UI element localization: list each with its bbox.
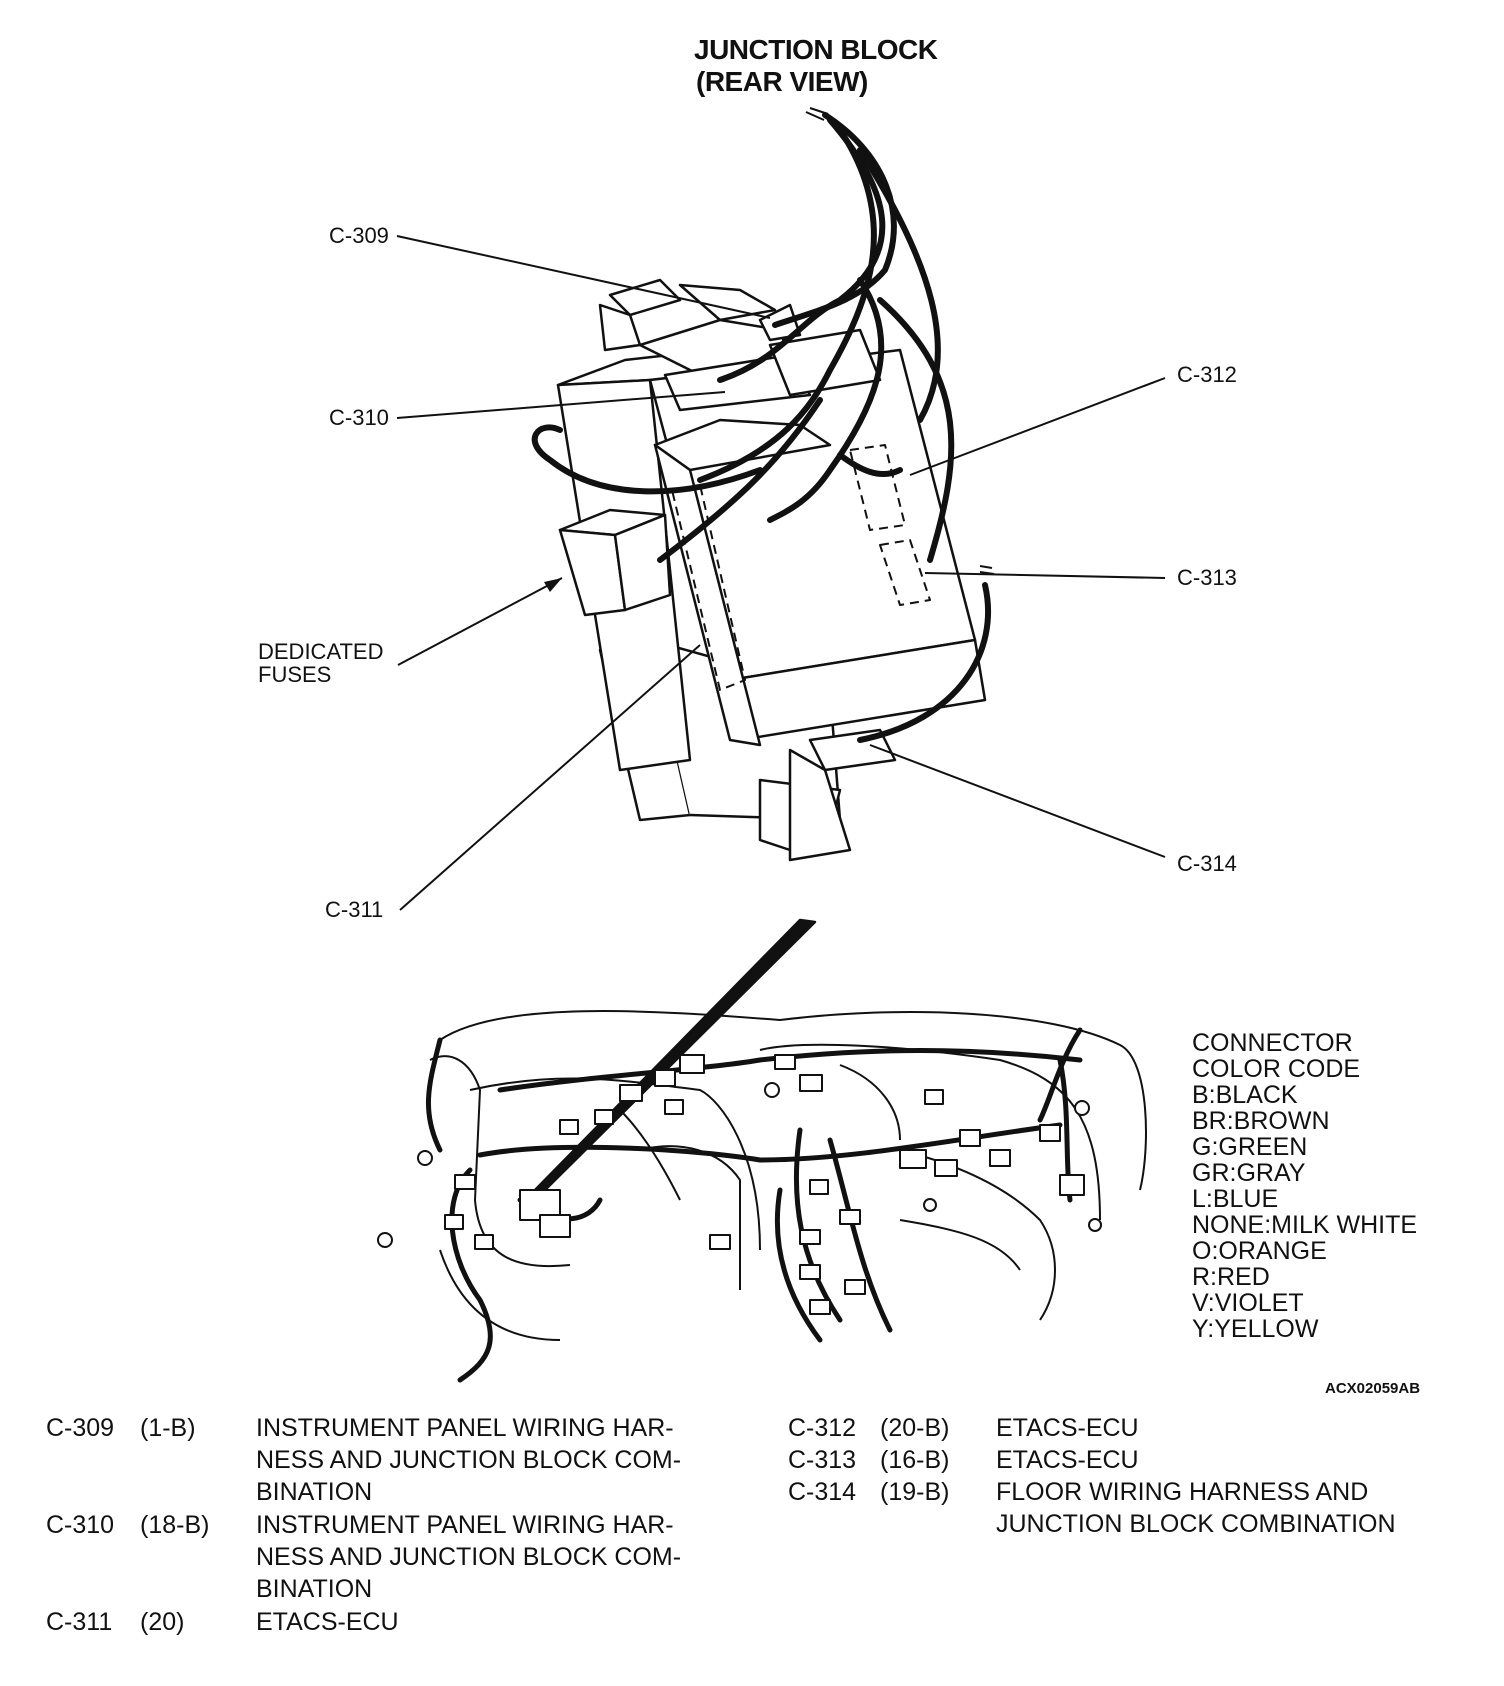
table-connector-code: (1-B) [140, 1414, 196, 1442]
legend-entry: NONE:MILK WHITE [1192, 1211, 1418, 1239]
callout-c312: C-312 [1177, 362, 1237, 387]
legend-entry: V:VIOLET [1192, 1289, 1304, 1317]
table-connector-desc: ETACS-ECU [996, 1446, 1139, 1474]
table-connector-code: (19-B) [880, 1478, 950, 1506]
legend-subtitle: COLOR CODE [1192, 1055, 1361, 1083]
table-connector-desc: BINATION [256, 1478, 373, 1506]
dashboard-connectors [444, 1054, 1085, 1315]
callout-c313: C-313 [1177, 565, 1237, 590]
table-connector-code: (18-B) [140, 1511, 210, 1539]
table-connector-id: C-310 [46, 1511, 115, 1539]
table-connector-desc: ETACS-ECU [256, 1608, 399, 1636]
callout-dedicated-fuses-line2: FUSES [258, 662, 332, 687]
table-connector-desc: INSTRUMENT PANEL WIRING HAR- [256, 1414, 674, 1442]
legend-entry: B:BLACK [1192, 1081, 1298, 1109]
callout-leaders [396, 235, 1166, 911]
diagram-subtitle: (REAR VIEW) [696, 66, 868, 97]
legend-entry: R:RED [1192, 1263, 1270, 1291]
legend-entry: BR:BROWN [1192, 1107, 1330, 1135]
table-connector-code: (20) [140, 1608, 185, 1636]
table-connector-code: (16-B) [880, 1446, 950, 1474]
table-connector-desc: INSTRUMENT PANEL WIRING HAR- [256, 1511, 674, 1539]
table-connector-id: C-312 [788, 1414, 857, 1442]
table-connector-id: C-314 [788, 1478, 857, 1506]
table-connector-desc: NESS AND JUNCTION BLOCK COM- [256, 1543, 682, 1571]
junction-block-illustration [556, 278, 987, 862]
table-connector-code: (20-B) [880, 1414, 950, 1442]
table-connector-id: C-311 [46, 1608, 113, 1636]
callout-c309: C-309 [329, 223, 389, 248]
legend-entry: Y:YELLOW [1192, 1315, 1319, 1343]
table-connector-id: C-313 [788, 1446, 857, 1474]
legend-entry: G:GREEN [1192, 1133, 1308, 1161]
legend-entry: GR:GRAY [1192, 1159, 1306, 1187]
table-connector-desc: NESS AND JUNCTION BLOCK COM- [256, 1446, 682, 1474]
table-connector-desc: ETACS-ECU [996, 1414, 1139, 1442]
legend-entry: L:BLUE [1192, 1185, 1279, 1213]
dashboard-harness [426, 1027, 1083, 1383]
callout-c314: C-314 [1177, 851, 1237, 876]
figure-id: ACX02059AB [1325, 1380, 1421, 1397]
legend-entry: O:ORANGE [1192, 1237, 1327, 1265]
table-connector-id: C-309 [46, 1414, 115, 1442]
harness-wires [531, 112, 992, 743]
diagram-title: JUNCTION BLOCK [694, 34, 938, 65]
table-connector-desc: JUNCTION BLOCK COMBINATION [996, 1510, 1396, 1538]
table-connector-desc: FLOOR WIRING HARNESS AND [996, 1478, 1369, 1506]
callout-c311: C-311 [325, 897, 384, 922]
legend-title: CONNECTOR [1192, 1029, 1353, 1057]
callout-dedicated-fuses: DEDICATED [258, 639, 384, 664]
table-connector-desc: BINATION [256, 1575, 373, 1603]
callout-c310: C-310 [329, 405, 389, 430]
dashboard-grommets [377, 1082, 1102, 1248]
